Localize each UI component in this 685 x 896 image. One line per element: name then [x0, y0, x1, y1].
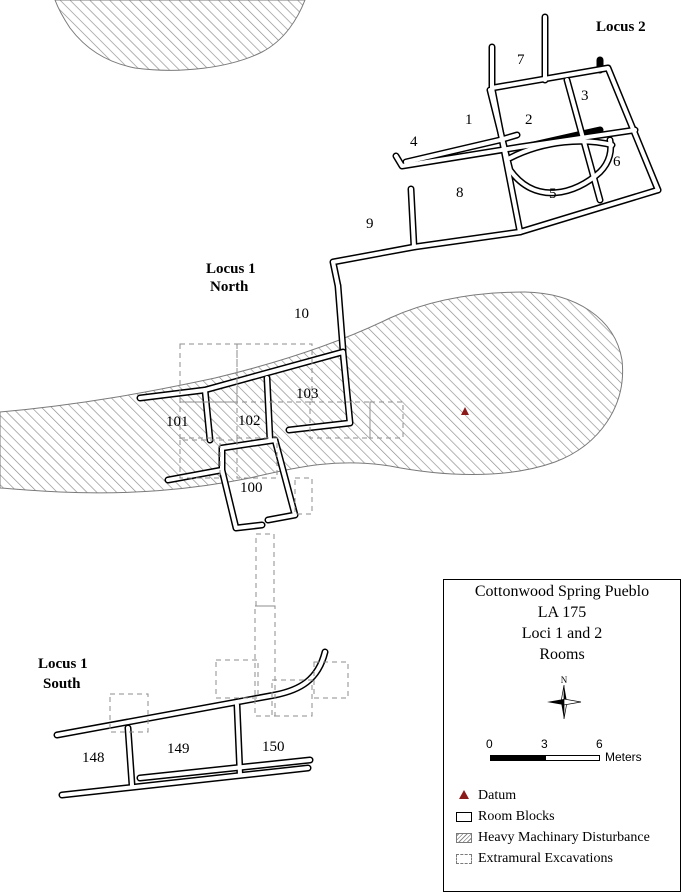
scale-tick-3: 3 — [541, 737, 548, 751]
legend-title-line-2: LA 175 — [537, 604, 587, 621]
locus1-north-label-line2: North — [210, 279, 249, 295]
room-block-swatch-icon — [456, 811, 472, 822]
room-label-10: 10 — [294, 306, 309, 322]
north-label: N — [561, 675, 568, 685]
legend-title-line-4: Rooms — [539, 646, 585, 663]
room-label-102: 102 — [238, 413, 261, 429]
room-label-1: 1 — [465, 112, 473, 128]
room-label-149: 149 — [167, 741, 190, 757]
legend-excavations-label: Extramural Excavations — [478, 851, 613, 866]
legend-datum-label: Datum — [478, 788, 517, 804]
scale-tick-0: 0 — [486, 737, 493, 751]
datum-icon — [459, 790, 469, 799]
legend-room-blocks-label: Room Blocks — [478, 809, 555, 824]
legend-item-excavations: Extramural Excavations — [456, 851, 613, 867]
room-label-4: 4 — [410, 134, 418, 150]
locus1-south-room-block — [53, 648, 329, 799]
legend-item-room-blocks: Room Blocks — [456, 809, 555, 825]
locus1-north-room-block — [136, 348, 354, 532]
legend-item-disturbance: Heavy Machinary Disturbance — [456, 830, 650, 846]
locus1-north-label-line1: Locus 1 — [206, 261, 256, 277]
disturbance-area-middle — [0, 291, 624, 494]
locus2-room-block — [329, 13, 662, 354]
room-label-101: 101 — [166, 414, 189, 430]
room-label-8: 8 — [456, 185, 464, 201]
legend-title-line-1: Cottonwood Spring Pueblo — [474, 583, 650, 600]
room-label-103: 103 — [296, 386, 319, 402]
scale-tick-6: 6 — [596, 737, 603, 751]
room-label-7: 7 — [517, 52, 525, 68]
legend-item-datum: Datum — [456, 788, 516, 804]
disturbance-area-top — [54, 0, 306, 71]
excavation-swatch-icon — [456, 853, 472, 864]
room-label-9: 9 — [366, 216, 374, 232]
north-arrow-icon: N — [547, 675, 582, 720]
datum-marker — [461, 407, 469, 415]
room-label-3: 3 — [581, 88, 589, 104]
room-label-100: 100 — [240, 480, 263, 496]
scale-unit: Meters — [605, 750, 642, 764]
locus1-south-label-line1: Locus 1 — [38, 656, 88, 672]
extramural-excavations — [109, 343, 404, 733]
scale-bar — [490, 755, 600, 761]
legend-title-line-3: Loci 1 and 2 — [521, 625, 603, 642]
hatch-swatch-icon — [456, 832, 472, 843]
legend-disturbance-label: Heavy Machinary Disturbance — [478, 830, 650, 845]
locus1-south-label-line2: South — [43, 676, 81, 692]
locus2-label: Locus 2 — [596, 19, 646, 35]
map-legend: Cottonwood Spring Pueblo LA 175 Loci 1 a… — [443, 579, 681, 892]
room-label-2: 2 — [525, 112, 533, 128]
room-label-150: 150 — [262, 739, 285, 755]
room-label-5: 5 — [549, 186, 557, 202]
room-label-148: 148 — [82, 750, 105, 766]
room-label-6: 6 — [613, 154, 621, 170]
